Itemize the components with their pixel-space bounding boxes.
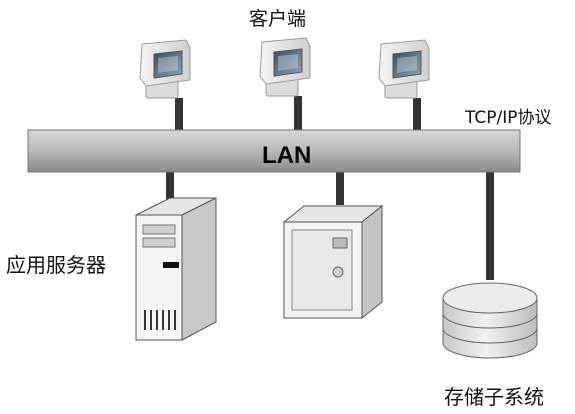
- clients-label: 客户端: [249, 8, 307, 30]
- lan-bus: [27, 129, 521, 173]
- server-cabinet-icon: [282, 204, 384, 320]
- client-monitor-icon: [378, 39, 430, 99]
- connectors: [166, 96, 494, 280]
- app-server-tower-icon: [135, 197, 217, 341]
- app-server-label: 应用服务器: [6, 253, 106, 277]
- client-monitor-icon: [139, 39, 191, 99]
- client-monitor-icon: [259, 37, 311, 97]
- lan-label: LAN: [262, 142, 312, 169]
- storage-label: 存储子系统: [444, 385, 544, 409]
- protocol-label: TCP/IP协议: [465, 108, 552, 128]
- storage-disk-stack-icon: [442, 282, 538, 359]
